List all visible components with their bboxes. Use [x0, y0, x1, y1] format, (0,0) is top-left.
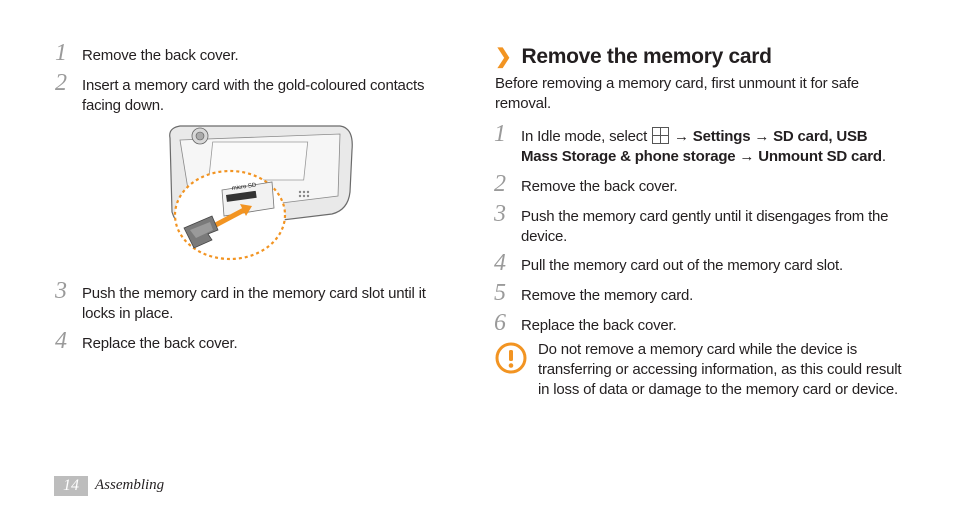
step-number: 2 — [55, 70, 67, 96]
menu-path-sd-card: SD card, USB Mass Storage & phone storag… — [521, 128, 868, 165]
section-heading: ❯ Remove the memory card — [495, 44, 772, 69]
step-text: In Idle mode, select → Settings → SD car… — [521, 127, 906, 167]
caution-text: Do not remove a memory card while the de… — [538, 341, 902, 398]
memory-card-insertion-illustration: micro SD — [169, 125, 353, 261]
step-number: 4 — [494, 250, 506, 276]
step-text: Remove the memory card. — [521, 287, 694, 304]
menu-grid-icon — [652, 127, 670, 144]
step-text-end: . — [881, 148, 886, 165]
step-text: Push the memory card in the memory card … — [82, 285, 426, 322]
chevron-right-icon: ❯ — [495, 46, 512, 68]
step-number: 3 — [55, 278, 67, 304]
arrow-separator: → — [670, 128, 693, 145]
step-number: 2 — [494, 171, 506, 197]
step-text: Push the memory card gently until it dis… — [521, 208, 889, 245]
step-text: Pull the memory card out of the memory c… — [521, 257, 843, 274]
step-number: 5 — [494, 280, 506, 306]
step-text: Remove the back cover. — [82, 47, 239, 64]
step-text: Remove the back cover. — [521, 178, 678, 195]
step-number: 3 — [494, 201, 506, 227]
step-number: 1 — [494, 121, 506, 147]
step-text-pre: In Idle mode, select — [521, 128, 648, 145]
step-number: 1 — [55, 40, 67, 66]
section-intro: Before removing a memory card, first unm… — [495, 75, 859, 112]
arrow-separator: → — [735, 148, 759, 165]
step-text: Insert a memory card with the gold-colou… — [82, 77, 425, 114]
page-number: 14 — [54, 476, 88, 496]
step-text: Replace the back cover. — [82, 335, 238, 352]
section-title: Remove the memory card — [521, 45, 772, 68]
slot-label: micro SD — [231, 183, 257, 192]
footer-section-name: Assembling — [95, 477, 165, 493]
step-text: Replace the back cover. — [521, 317, 677, 334]
step-number: 6 — [494, 310, 506, 336]
menu-path-unmount: Unmount SD card — [758, 148, 882, 165]
step-number: 4 — [55, 328, 67, 354]
caution-icon — [495, 342, 527, 374]
arrow-separator: → — [750, 128, 774, 145]
menu-path-settings: Settings — [692, 128, 751, 145]
